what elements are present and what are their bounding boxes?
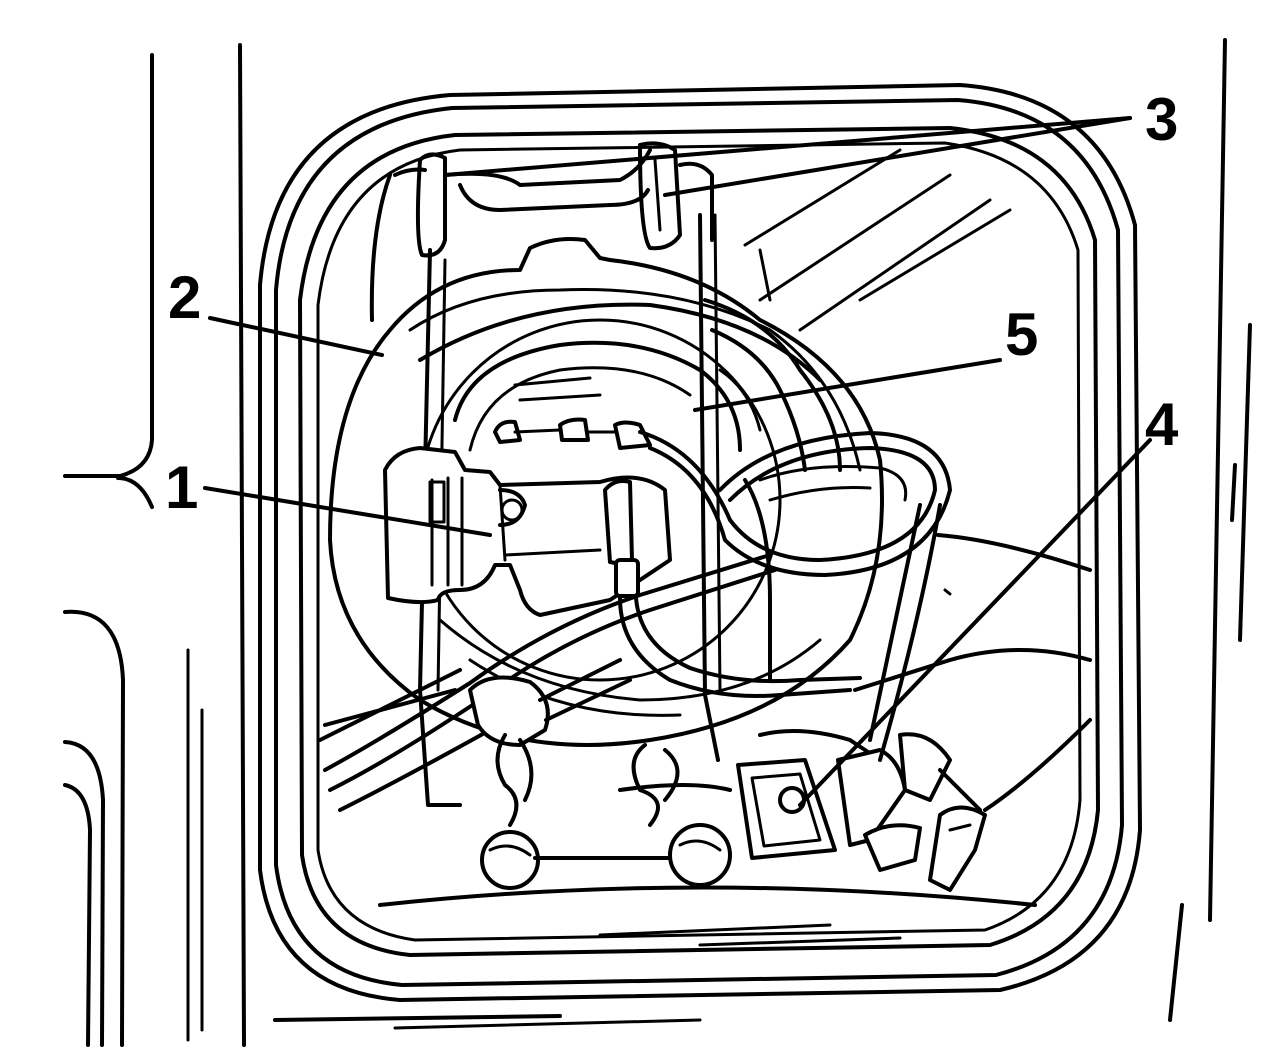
callout-5: 5 — [1005, 301, 1038, 368]
leader-line-2 — [208, 316, 384, 357]
body-panel-left — [63, 43, 246, 1047]
callout-3: 3 — [1145, 86, 1178, 153]
upper-wire-sweep — [703, 298, 842, 682]
right-wire — [936, 533, 1092, 596]
leader-line-1 — [203, 486, 492, 537]
leader-line-5 — [693, 358, 1002, 412]
headlamp-opening-frame — [258, 83, 1142, 1002]
leader-line-3b — [663, 116, 1132, 197]
adjusting-screws — [480, 733, 732, 890]
lamp-socket-ring — [453, 340, 742, 452]
leader-line-3a — [443, 116, 1132, 177]
body-panel-bottom — [273, 1014, 702, 1030]
mounting-brackets — [418, 213, 722, 807]
retaining-clips — [369, 141, 714, 322]
leader-lines — [203, 116, 1152, 807]
glass-reflection-lines — [743, 148, 1012, 332]
callout-labels: 1 2 3 4 5 — [165, 86, 1179, 521]
callout-2: 2 — [168, 264, 201, 331]
wire-connector-pigtail — [603, 479, 862, 698]
bulb-connector — [383, 417, 672, 617]
body-panel-right — [1168, 38, 1252, 1022]
side-marker-connector — [736, 503, 1092, 892]
leader-line-4 — [798, 438, 1152, 807]
wire-harness-loop — [638, 430, 952, 577]
callout-1: 1 — [165, 454, 198, 521]
callout-4: 4 — [1145, 391, 1179, 458]
lower-wire-bundle — [318, 553, 777, 812]
